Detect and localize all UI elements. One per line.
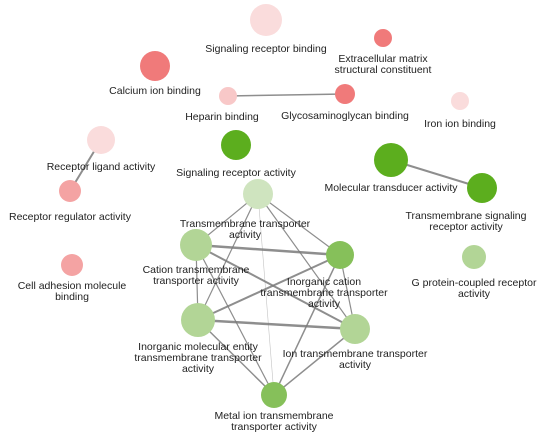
node-label-line: Heparin binding <box>185 111 259 123</box>
node-label-line: activity <box>339 359 372 371</box>
node-label-molecular-transducer-activity: Molecular transducer activity <box>324 182 458 194</box>
node-heparin-binding[interactable] <box>219 87 237 105</box>
node-receptor-ligand-activity[interactable] <box>87 126 115 154</box>
node-ion-transmembrane-transporter-activity[interactable] <box>340 314 370 344</box>
node-cation-transmembrane-transporter-activity[interactable] <box>180 229 212 261</box>
node-label-calcium-ion-binding: Calcium ion binding <box>109 85 201 97</box>
node-label-receptor-regulator-activity: Receptor regulator activity <box>9 211 132 223</box>
node-label-line: Cation transmembrane <box>143 264 250 276</box>
edge-cation-transmembrane-transporter-activity--inorganic-cation-transmembrane-transporter-activity <box>194 243 342 257</box>
node-label-line: transporter activity <box>231 421 318 433</box>
node-label-line: Transmembrane transporter <box>180 218 311 230</box>
node-label-line: transmembrane transporter <box>260 287 388 299</box>
node-label-line: transmembrane transporter <box>134 352 262 364</box>
node-label-line: receptor activity <box>429 221 503 233</box>
node-label-line: activity <box>458 288 491 300</box>
node-label-iron-ion-binding: Iron ion binding <box>424 118 496 130</box>
node-label-receptor-ligand-activity: Receptor ligand activity <box>47 161 156 173</box>
node-label-glycosaminoglycan-binding: Glycosaminoglycan binding <box>281 110 409 122</box>
edge-heparin-binding--glycosaminoglycan-binding <box>227 93 346 97</box>
node-extracellular-matrix-structural-constituent[interactable] <box>374 29 392 47</box>
node-label-line: Receptor ligand activity <box>47 161 156 173</box>
node-label-line: Signaling receptor binding <box>205 43 327 55</box>
node-g-protein-coupled-receptor-activity[interactable] <box>462 245 486 269</box>
node-label-line: transporter activity <box>153 275 240 287</box>
node-label-line: Ion transmembrane transporter <box>283 348 428 360</box>
node-label-line: Extracellular matrix <box>338 53 428 65</box>
node-label-line: Glycosaminoglycan binding <box>281 110 409 122</box>
node-label-line: structural constituent <box>335 64 432 76</box>
node-label-line: Inorganic molecular entity <box>138 341 258 353</box>
edge-transmembrane-transporter-activity--ion-transmembrane-transporter-activity <box>257 193 356 330</box>
node-inorganic-molecular-entity-transmembrane-transporter-activity[interactable] <box>181 303 215 337</box>
edge-ion-transmembrane-transporter-activity--metal-ion-transmembrane-transporter-activity <box>273 328 356 396</box>
node-label-line: Cell adhesion molecule <box>18 280 127 292</box>
node-inorganic-cation-transmembrane-transporter-activity[interactable] <box>326 241 354 269</box>
edge-cation-transmembrane-transporter-activity--ion-transmembrane-transporter-activity <box>195 244 356 330</box>
edge-inorganic-molecular-entity-transmembrane-transporter-activity--metal-ion-transmembrane-transporter-activity <box>197 319 275 396</box>
node-iron-ion-binding[interactable] <box>451 92 469 110</box>
node-label-line: activity <box>182 363 215 375</box>
node-cell-adhesion-molecule-binding[interactable] <box>61 254 83 276</box>
node-signaling-receptor-activity[interactable] <box>221 130 251 160</box>
node-label-line: Receptor regulator activity <box>9 211 132 223</box>
node-label-line: Transmembrane signaling <box>405 210 526 222</box>
node-signaling-receptor-binding[interactable] <box>250 4 282 36</box>
node-label-signaling-receptor-activity: Signaling receptor activity <box>176 167 296 179</box>
node-transmembrane-signaling-receptor-activity[interactable] <box>467 173 497 203</box>
edge-transmembrane-transporter-activity--metal-ion-transmembrane-transporter-activity <box>257 193 275 396</box>
edge-inorganic-cation-transmembrane-transporter-activity--inorganic-molecular-entity-transmembrane-transporter-activity <box>197 254 341 321</box>
label-layer: Signaling receptor bindingExtracellular … <box>9 43 537 433</box>
node-label-heparin-binding: Heparin binding <box>185 111 259 123</box>
node-label-line: Calcium ion binding <box>109 85 201 97</box>
edge-transmembrane-transporter-activity--inorganic-molecular-entity-transmembrane-transporter-activity <box>197 193 259 321</box>
node-label-line: binding <box>55 291 89 303</box>
node-metal-ion-transmembrane-transporter-activity[interactable] <box>261 382 287 408</box>
node-label-line: Iron ion binding <box>424 118 496 130</box>
edge-cation-transmembrane-transporter-activity--metal-ion-transmembrane-transporter-activity <box>195 244 275 396</box>
node-label-line: Inorganic cation <box>287 276 361 288</box>
node-label-line: activity <box>229 229 262 241</box>
node-label-line: activity <box>308 298 341 310</box>
node-glycosaminoglycan-binding[interactable] <box>335 84 355 104</box>
node-molecular-transducer-activity[interactable] <box>374 143 408 177</box>
node-calcium-ion-binding[interactable] <box>140 51 170 81</box>
node-label-line: Metal ion transmembrane <box>214 410 333 422</box>
edge-transmembrane-transporter-activity--inorganic-cation-transmembrane-transporter-activity <box>257 193 341 256</box>
node-label-line: Molecular transducer activity <box>324 182 458 194</box>
node-label-line: G protein-coupled receptor <box>412 277 537 289</box>
node-transmembrane-transporter-activity[interactable] <box>243 179 273 209</box>
edge-inorganic-molecular-entity-transmembrane-transporter-activity--ion-transmembrane-transporter-activity <box>196 318 357 331</box>
node-label-signaling-receptor-binding: Signaling receptor binding <box>205 43 327 55</box>
node-layer <box>59 4 497 408</box>
node-receptor-regulator-activity[interactable] <box>59 180 81 202</box>
node-label-line: Signaling receptor activity <box>176 167 296 179</box>
